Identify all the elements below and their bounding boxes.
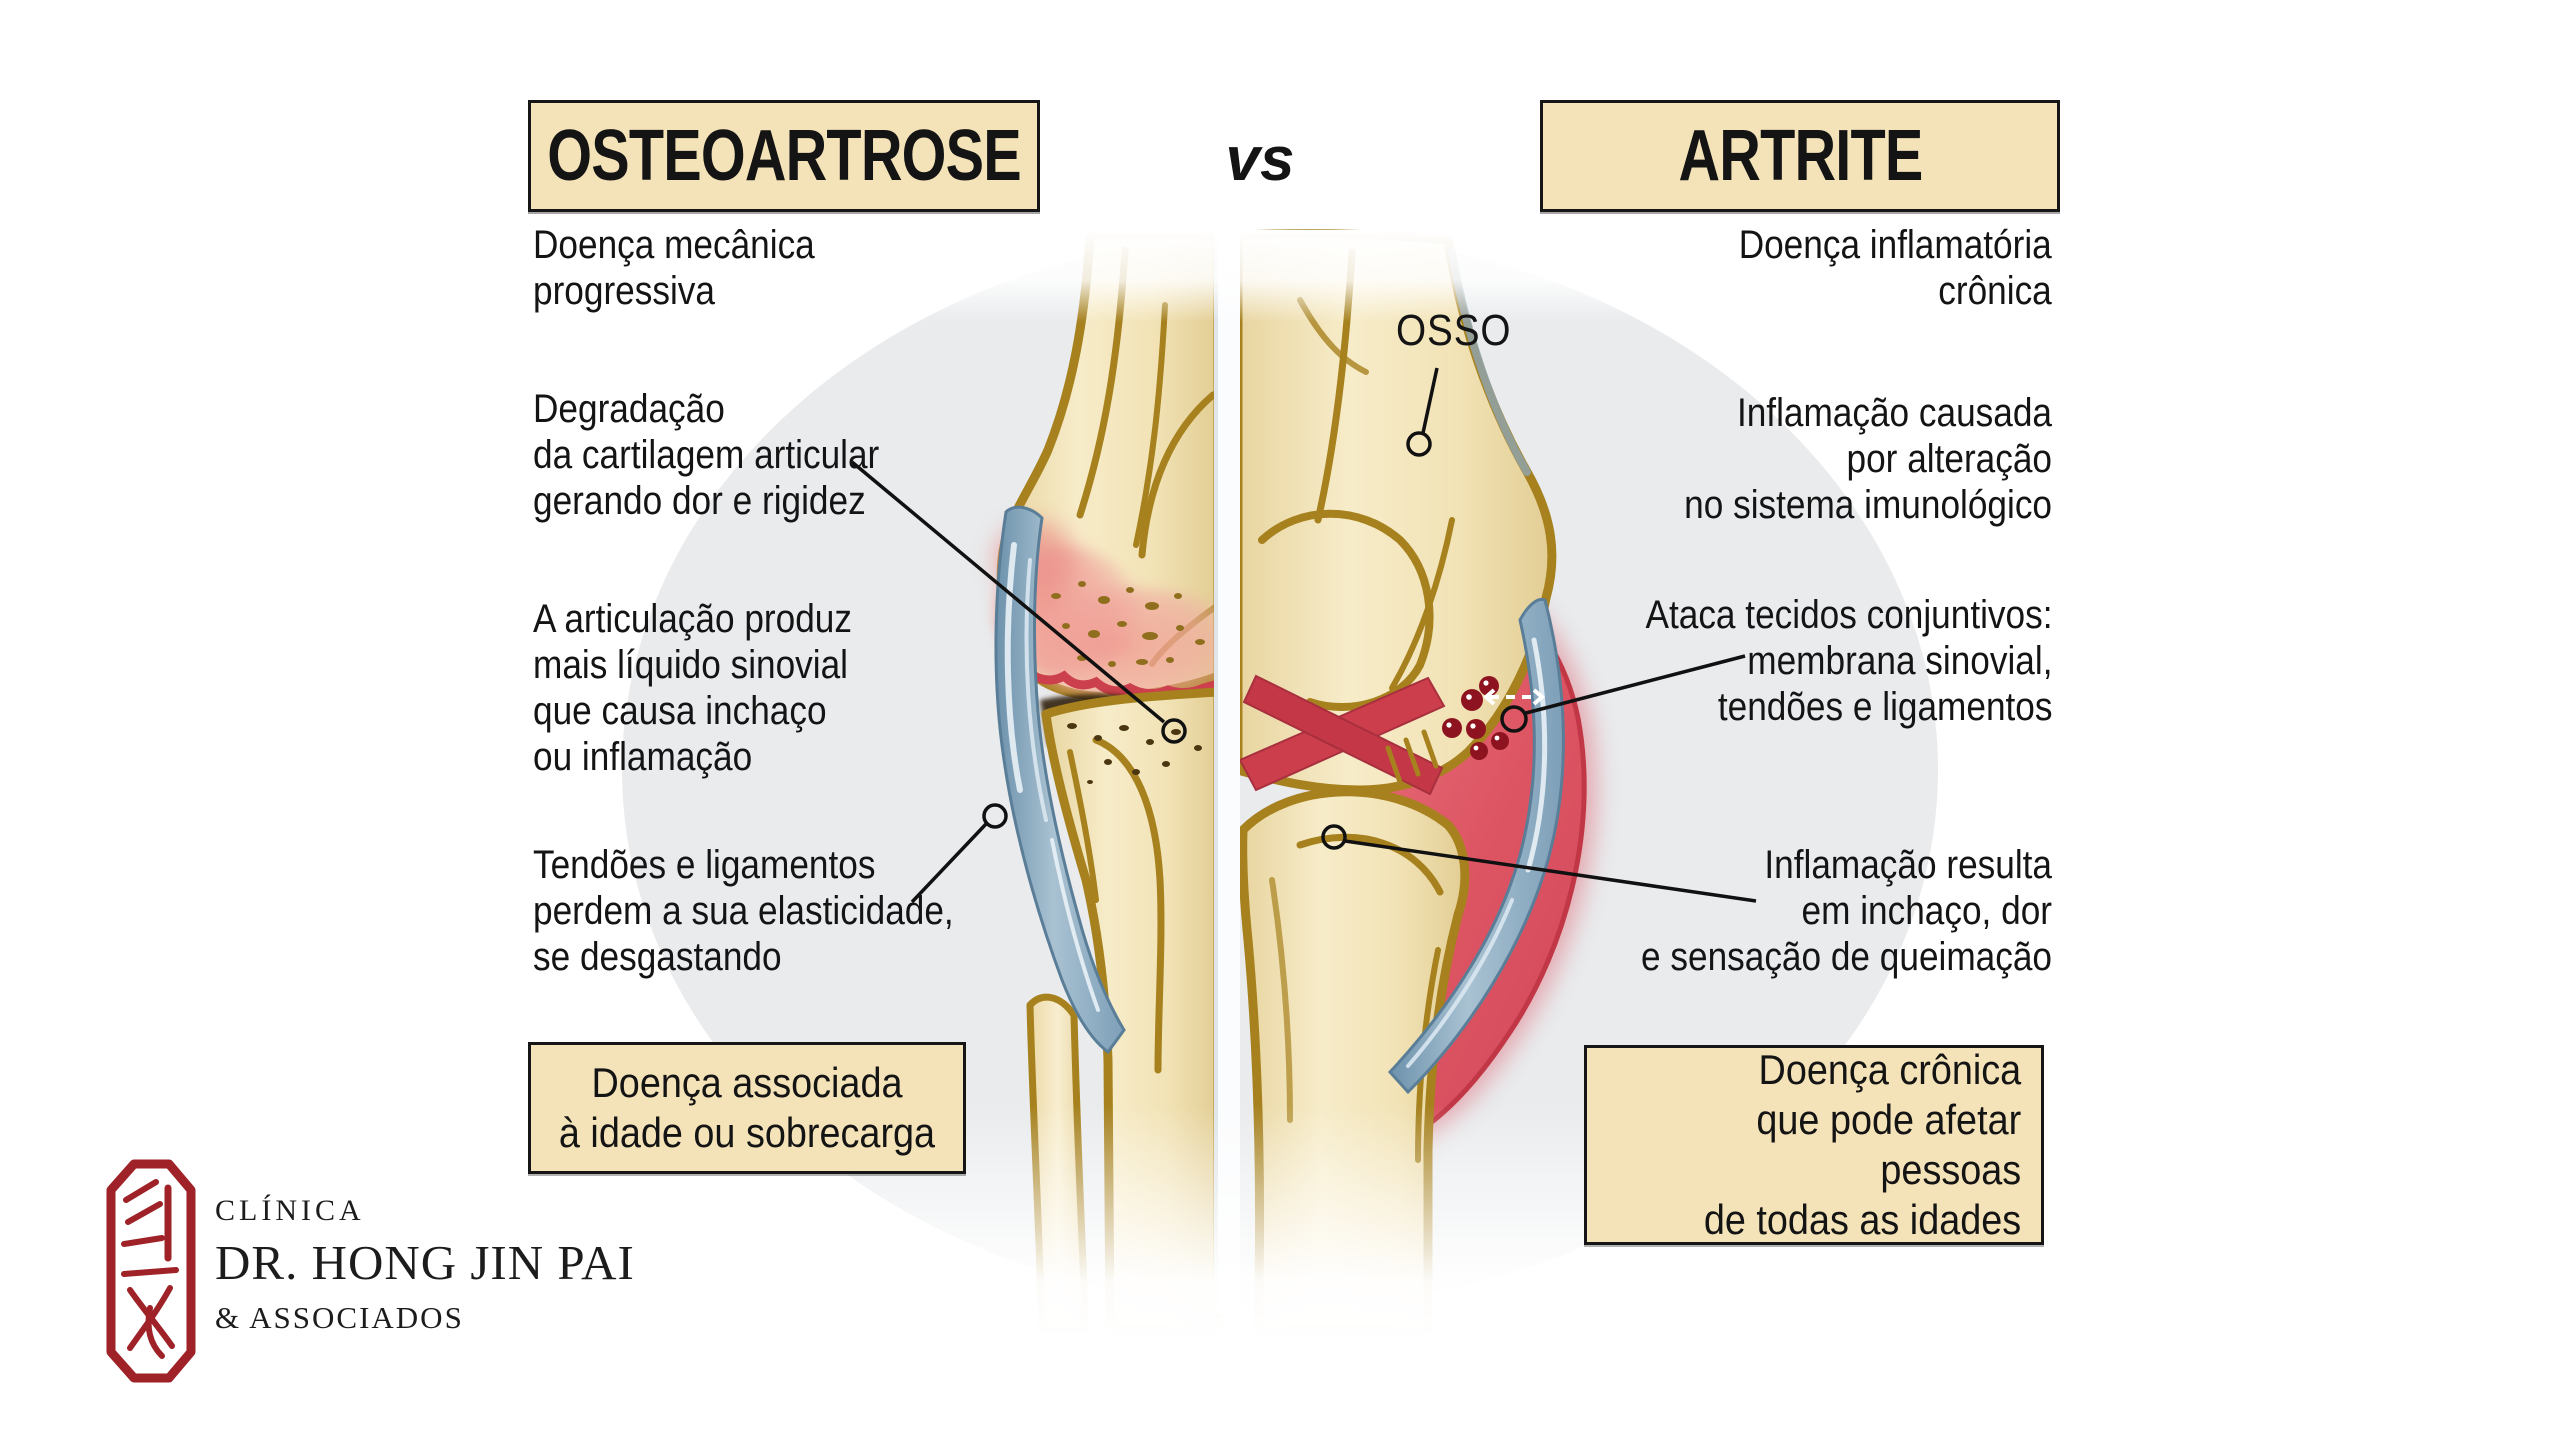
artrite-title-box: ARTRITE — [1540, 100, 2060, 212]
osteoartrose-note-liquido: A articulação produz mais líquido sinovi… — [533, 597, 852, 779]
leader-degradacao — [850, 460, 1166, 724]
cartilage-speckles — [1051, 581, 1205, 667]
leader-osso — [1421, 367, 1439, 434]
osteoartrose-note-degradacao: Degradação da cartilagem articular geran… — [533, 387, 880, 523]
vs-label: vs — [1225, 125, 1295, 194]
osteoarthrosis-knee-half — [994, 230, 1245, 1335]
artrite-highlight-box: Doença crônica que pode afetar pessoas d… — [1584, 1045, 2044, 1245]
leader-tendoes — [910, 822, 988, 904]
spread-arrow — [1482, 688, 1546, 706]
osteoartrose-subtitle: Doença mecânica progressiva — [533, 223, 815, 313]
osteoartrose-highlight-box: Doença associada à idade ou sobrecarga — [528, 1042, 966, 1174]
osteoartrose-title-box: OSTEOARTROSE — [528, 100, 1040, 212]
center-divider-core — [1218, 233, 1240, 1313]
bone-label: OSSO — [1396, 306, 1512, 355]
artrite-note-inflamacao-causada: Inflamação causada por alteração no sist… — [1684, 391, 2052, 527]
osteoartrose-highlight-text: Doença associada à idade ou sobrecarga — [558, 1059, 936, 1156]
leader-inflamacao-resulta — [1344, 839, 1757, 903]
center-divider — [1214, 233, 1218, 1313]
artrite-subtitle: Doença inflamatória crônica — [1738, 223, 2052, 313]
tibia-speckles — [1067, 723, 1202, 784]
clinic-name-line3: & ASSOCIADOS — [215, 1300, 464, 1335]
callout-circle-inflamacao — [1321, 824, 1347, 850]
callout-circle-tendoes — [982, 803, 1008, 829]
artrite-title: ARTRITE — [1677, 116, 1923, 196]
leader-ataca — [1525, 654, 1746, 715]
artrite-note-ataca-tecidos: Ataca tecidos conjuntivos: membrana sino… — [1645, 593, 2052, 729]
clinic-name-line1: CLÍNICA — [215, 1194, 365, 1227]
artrite-highlight-text: Doença crônica que pode afetar pessoas d… — [1703, 1046, 2022, 1243]
callout-circle-osso — [1406, 431, 1432, 457]
callout-circle-ataca — [1500, 705, 1528, 733]
clinic-seal-icon — [106, 1159, 196, 1383]
artrite-note-inflamacao-resulta: Inflamação resulta em inchaço, dor e sen… — [1641, 843, 2052, 979]
osteoartrose-title: OSTEOARTROSE — [547, 116, 1021, 196]
cruciate-ligaments — [1238, 674, 1446, 796]
leader-lines — [850, 367, 1757, 904]
callout-circle-degradacao — [1161, 718, 1187, 744]
clinic-name-line2: DR. HONG JIN PAI — [215, 1235, 635, 1290]
osteoartrose-note-tendoes: Tendões e ligamentos perdem a sua elasti… — [533, 843, 954, 979]
